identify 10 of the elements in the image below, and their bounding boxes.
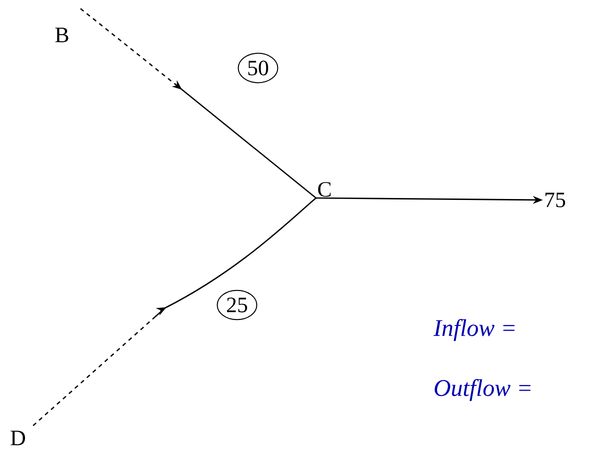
node-label: 75 (545, 192, 566, 208)
node-label: D (10, 430, 26, 446)
edge-label: 25 (216, 290, 258, 320)
note-text: Inflow = (433, 319, 514, 341)
node-label: C (318, 182, 331, 197)
note-text: Outflow = (434, 379, 530, 401)
edge-label: 50 (238, 52, 278, 84)
arrow (32, 198, 316, 426)
node-label: B (55, 28, 68, 42)
arrow (80, 8, 316, 198)
